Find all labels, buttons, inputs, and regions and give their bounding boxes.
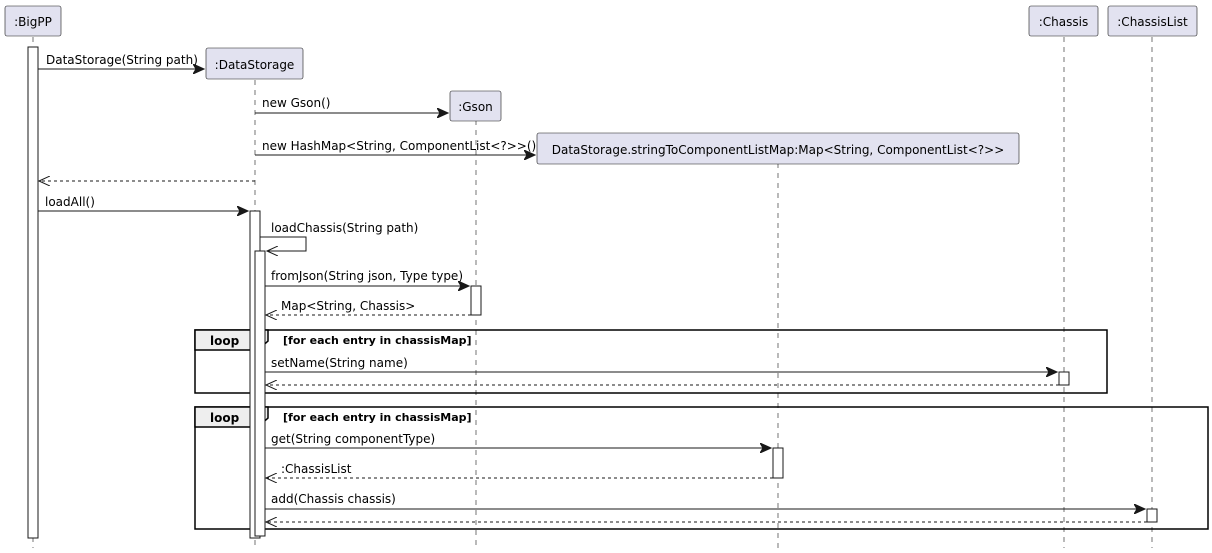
- message-label: new HashMap<String, ComponentList<?>>(): [262, 139, 536, 153]
- loop-keyword: loop: [210, 411, 240, 425]
- message-get: get(String componentType): [265, 432, 771, 448]
- message-new-gson: new Gson(): [255, 96, 448, 113]
- participant-label: :BigPP: [14, 15, 52, 29]
- message-label: setName(String name): [271, 356, 408, 370]
- participant-label: :Chassis: [1039, 15, 1088, 29]
- participant-label: :ChassisList: [1117, 15, 1188, 29]
- message-new-hashmap: new HashMap<String, ComponentList<?>>(): [255, 139, 536, 155]
- activation-chassislist: [1146, 508, 1158, 523]
- message-label: fromJson(String json, Type type): [271, 269, 463, 283]
- participant-chassis: :Chassis: [1028, 5, 1099, 37]
- participant-gson: :Gson: [449, 90, 502, 122]
- loop-keyword: loop: [210, 334, 240, 348]
- message-return-chassislist: :ChassisList: [266, 462, 773, 478]
- message-label: add(Chassis chassis): [271, 492, 396, 506]
- loop-guard: [for each entry in chassisMap]: [283, 411, 472, 424]
- participant-bigpp: :BigPP: [4, 5, 62, 37]
- participant-label: DataStorage.stringToComponentListMap:Map…: [552, 143, 1005, 157]
- participant-chassislist: :ChassisList: [1107, 5, 1198, 37]
- message-datastorage-constructor: DataStorage(String path): [38, 53, 204, 69]
- activation-map: [772, 447, 784, 479]
- message-label: DataStorage(String path): [46, 53, 198, 67]
- message-fromjson: fromJson(String json, Type type): [265, 269, 469, 286]
- message-loadchassis-self: loadChassis(String path): [260, 221, 418, 251]
- participant-map: DataStorage.stringToComponentListMap:Map…: [536, 132, 1020, 165]
- message-label: loadAll(): [45, 195, 95, 209]
- message-loadall: loadAll(): [38, 195, 248, 211]
- activation-datastorage-loadchassis: [254, 250, 266, 537]
- message-add: add(Chassis chassis): [265, 492, 1145, 509]
- participant-label: :DataStorage: [215, 58, 295, 72]
- loop-guard: [for each entry in chassisMap]: [283, 334, 472, 347]
- message-setname: setName(String name): [265, 356, 1057, 372]
- message-label: loadChassis(String path): [271, 221, 418, 235]
- message-label: new Gson(): [262, 96, 330, 110]
- message-label: :ChassisList: [281, 462, 352, 476]
- participant-datastorage: :DataStorage: [205, 47, 304, 80]
- message-label: Map<String, Chassis>: [281, 299, 415, 313]
- message-return-map: Map<String, Chassis>: [266, 299, 471, 315]
- message-label: get(String componentType): [271, 432, 435, 446]
- activation-bigpp: [27, 46, 39, 539]
- participant-label: :Gson: [458, 100, 493, 114]
- activation-gson: [470, 285, 482, 316]
- activation-chassis: [1058, 371, 1070, 386]
